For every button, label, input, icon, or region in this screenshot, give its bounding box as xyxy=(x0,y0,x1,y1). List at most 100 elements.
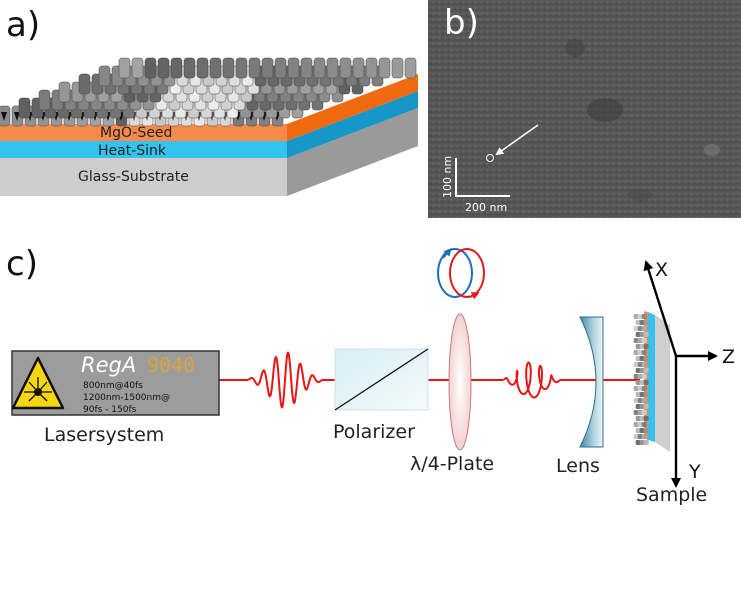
sample-grain xyxy=(633,314,639,319)
grain-column xyxy=(248,57,261,79)
grain-column xyxy=(18,97,31,119)
grain-column xyxy=(326,57,339,79)
sample-grain xyxy=(643,404,649,409)
grain-column xyxy=(391,57,404,79)
layer-stack: MgO-Seed Heat-Sink Glass-Substrate xyxy=(0,57,418,196)
sample-grain xyxy=(643,368,649,373)
sample-grain xyxy=(637,386,643,391)
sample-grain xyxy=(635,332,641,337)
sample-grain xyxy=(639,380,645,385)
scale-y-label: 100 nm xyxy=(441,156,454,198)
sample xyxy=(633,311,670,452)
nanocolumn-grains xyxy=(0,57,417,127)
sample-grain xyxy=(633,326,639,331)
laser-system: RegA 9040 800nm@40fs 1200nm-1500nm@ 90fs… xyxy=(11,350,220,416)
grain-column xyxy=(261,57,274,79)
laser-spec-2: 1200nm-1500nm@ xyxy=(83,393,170,403)
sem-background xyxy=(428,0,741,218)
substrate-side xyxy=(287,108,418,196)
sample-grain xyxy=(639,440,645,445)
sample-grain xyxy=(641,362,647,367)
grain-column xyxy=(131,57,144,79)
sample-grain xyxy=(633,398,639,403)
sample-grain xyxy=(641,338,647,343)
sample-substrate xyxy=(655,315,670,452)
laser-spec-1: 800nm@40fs xyxy=(83,381,143,391)
sample-grain xyxy=(635,392,641,397)
lens xyxy=(579,316,604,448)
polarizer-diagonal xyxy=(334,348,429,411)
grain-pointer-arrow xyxy=(495,124,539,156)
sample-grain xyxy=(635,356,641,361)
sample-grain xyxy=(637,398,643,403)
sample-grain xyxy=(637,314,643,319)
sample-grain xyxy=(637,338,643,343)
sample-grain xyxy=(639,320,645,325)
seed-side xyxy=(287,74,418,141)
sample-grain xyxy=(639,344,645,349)
polarizer xyxy=(334,348,429,411)
sample-grain xyxy=(643,380,649,385)
grain-column xyxy=(378,57,391,79)
circular-polarization-icon xyxy=(437,247,485,300)
sample-grain xyxy=(643,332,649,337)
sample-grain xyxy=(635,344,641,349)
sample-grain xyxy=(633,434,639,439)
laser-warning-icon xyxy=(11,356,65,410)
sample-grain xyxy=(635,320,641,325)
magnetization-arrow xyxy=(1,112,7,121)
pulse-circular xyxy=(502,361,561,399)
sample-grain xyxy=(641,350,647,355)
sample-grain xyxy=(641,314,647,319)
grain-column xyxy=(313,57,326,79)
sample-grain xyxy=(641,374,647,379)
pulse-linear xyxy=(247,351,323,409)
sample-grain xyxy=(641,398,647,403)
grain-column xyxy=(118,57,131,79)
seed-front xyxy=(0,124,287,141)
sample-grain xyxy=(637,434,643,439)
sample-grain xyxy=(639,368,645,373)
grain-marker xyxy=(486,154,494,162)
sample-grain xyxy=(639,416,645,421)
grain-column xyxy=(38,89,51,111)
panel-b-label: b) xyxy=(444,3,479,43)
sample-grain xyxy=(637,362,643,367)
layer-label-heat-sink: Heat-Sink xyxy=(98,143,167,159)
grain-column xyxy=(287,57,300,79)
sample-grain xyxy=(637,410,643,415)
sample-grain xyxy=(637,422,643,427)
laser-spec-3: 90fs - 150fs xyxy=(83,405,137,415)
sample-grain xyxy=(635,428,641,433)
axis-y-label: Y xyxy=(688,461,701,483)
grain-column xyxy=(98,65,111,87)
sample-caption: Sample xyxy=(636,484,707,506)
lens-body xyxy=(579,316,604,448)
sample-grain xyxy=(639,392,645,397)
panel-c-label: c) xyxy=(6,244,38,284)
sample-grain xyxy=(633,374,639,379)
layer-label-seed: MgO-Seed xyxy=(100,125,172,141)
scale-x-label: 200 nm xyxy=(465,201,507,214)
sample-grain xyxy=(643,320,649,325)
grain-column xyxy=(352,57,365,79)
waveplate-disc xyxy=(448,313,472,451)
laser-brand: RegA xyxy=(81,353,136,377)
waveplate xyxy=(448,313,472,451)
sample-grain xyxy=(641,326,647,331)
laser-beam xyxy=(219,351,640,409)
laser-caption: Lasersystem xyxy=(44,424,164,446)
substrate-front xyxy=(0,158,287,196)
waveplate-caption: λ/4-Plate xyxy=(410,453,494,475)
sem-image: b) 200 nm 100 nm xyxy=(428,0,741,218)
heat-sink-side xyxy=(287,91,418,158)
layer-label-substrate: Glass-Substrate xyxy=(78,169,189,185)
grain-column xyxy=(209,57,222,79)
sample-grain xyxy=(635,404,641,409)
lens-caption: Lens xyxy=(556,455,600,477)
sample-grain xyxy=(643,416,649,421)
laser-model: 9040 xyxy=(147,353,195,377)
grain-column xyxy=(170,57,183,79)
heat-sink-front xyxy=(0,141,287,158)
grain-column xyxy=(339,57,352,79)
